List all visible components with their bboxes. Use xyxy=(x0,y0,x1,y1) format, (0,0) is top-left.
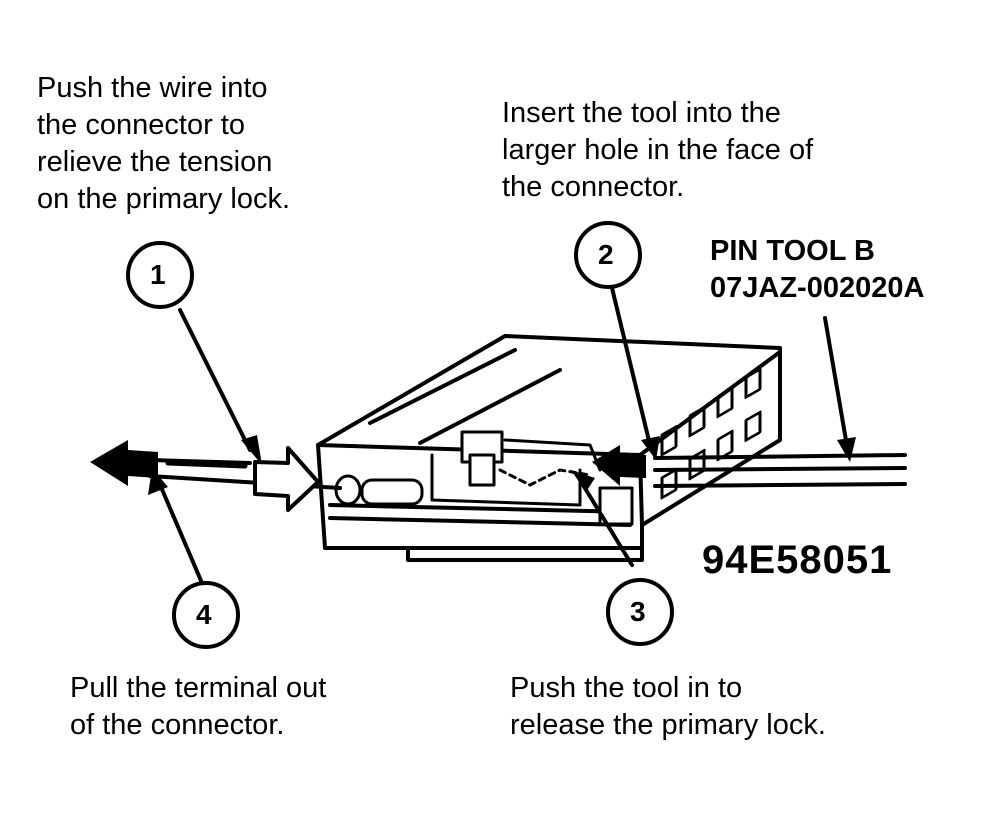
leader-line-4 xyxy=(156,478,207,592)
step-number-4: 4 xyxy=(196,599,212,630)
leader-arrowhead-3 xyxy=(571,470,595,492)
tool-name: PIN TOOL B xyxy=(710,235,875,267)
caption-line: of the connector. xyxy=(70,709,285,741)
caption-line: Push the wire into xyxy=(37,72,268,104)
leader-line-1 xyxy=(178,308,252,452)
leader-line-3 xyxy=(578,478,634,567)
caption-line: release the primary lock. xyxy=(510,709,826,741)
leader-line-tool xyxy=(823,316,850,454)
leader-arrowhead-1 xyxy=(241,435,262,465)
push-tool-arrow xyxy=(592,445,646,486)
figure-id: 94E58051 xyxy=(702,538,893,582)
callout-circle-2 xyxy=(574,221,642,289)
push-wire-arrow xyxy=(253,446,320,512)
step-number-2: 2 xyxy=(598,239,614,270)
caption-line: Insert the tool into the xyxy=(502,97,781,129)
pull-terminal-arrow xyxy=(90,440,158,486)
caption-line: on the primary lock. xyxy=(37,183,291,215)
caption-line: Pull the terminal out xyxy=(70,672,327,704)
caption-line: relieve the tension xyxy=(37,146,273,178)
caption-line: Push the tool in to xyxy=(510,672,743,704)
caption-line: the connector to xyxy=(37,109,245,141)
step-number-3: 3 xyxy=(630,596,646,627)
callout-circle-3 xyxy=(606,578,674,646)
step-2-caption: Insert the tool into the larger hole in … xyxy=(502,95,813,206)
step-number-1: 1 xyxy=(150,259,166,290)
pin-tool xyxy=(653,453,907,488)
tool-part-number: 07JAZ-002020A xyxy=(710,272,925,304)
step-1-caption: Push the wire into the connector to reli… xyxy=(37,70,290,218)
tool-label: PIN TOOL B 07JAZ-002020A xyxy=(710,233,924,307)
caption-line: larger hole in the face of xyxy=(502,134,814,166)
step-3-caption: Push the tool in to release the primary … xyxy=(510,670,826,744)
leader-line-2 xyxy=(610,286,652,447)
callout-circle-1 xyxy=(126,241,194,309)
terminal-cutaway xyxy=(334,430,634,526)
leader-arrowhead-tool xyxy=(837,437,856,462)
step-4-caption: Pull the terminal out of the connector. xyxy=(70,670,326,744)
connector-body xyxy=(316,334,782,562)
callout-circle-4 xyxy=(172,581,240,649)
caption-line: the connector. xyxy=(502,171,685,203)
leader-arrowhead-2 xyxy=(641,436,660,460)
